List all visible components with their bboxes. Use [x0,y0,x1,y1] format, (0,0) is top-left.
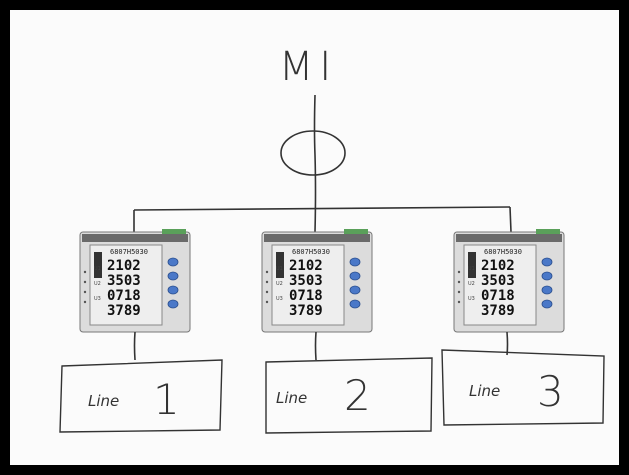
meter-top-bar [82,234,188,242]
drop-line-3 [510,207,511,232]
meter-button [168,272,178,280]
meter-led [458,301,460,303]
bargraph-icon [94,252,102,278]
meter-reading: 0718 [481,288,515,304]
line-box-2-word: Line [276,389,307,407]
line-box-1-word: Line [88,392,119,410]
meter-button [542,300,552,308]
meter-header: 6807H5030 [484,248,522,256]
meter-terminal [162,229,186,234]
bargraph-icon [276,252,284,278]
meter-button [168,286,178,294]
meter-button [542,258,552,266]
meter-tag: U3 [468,296,475,302]
meter-top-bar [456,234,562,242]
meter-button [350,272,360,280]
meter-reading: 0718 [289,288,323,304]
meter-led [84,271,86,273]
meter-button [542,272,552,280]
main-feeder-line [315,95,316,232]
meter-reading: 2102 [107,258,141,274]
meter-tag: U3 [276,296,283,302]
meter-terminal [536,229,560,234]
meter-reading: 0718 [107,288,141,304]
line-box-3-word: Line [469,382,500,400]
meter-header: 6807H5030 [110,248,148,256]
meter-link-3 [507,332,508,355]
meter-link-2 [316,332,317,360]
meter-button [168,258,178,266]
meter-top-bar [264,234,370,242]
meter-tag: U2 [468,281,475,287]
meter-tag: U3 [94,296,101,302]
meter-led [458,291,460,293]
meter-tag: U1 [276,266,283,272]
main-incomer-label: MI [279,44,337,90]
meter-tag: U1 [94,266,101,272]
meter-link-1 [135,332,136,360]
line-box-3 [442,350,604,425]
meter-reading: 2102 [289,258,323,274]
line-box-1-number: 1 [153,375,180,424]
meter-led [84,281,86,283]
meter-reading: 3789 [289,303,323,319]
meter-led [266,301,268,303]
meter-led [458,271,460,273]
meter-reading: 3503 [107,273,141,289]
meter-tag: U1 [468,266,475,272]
meter-terminal [344,229,368,234]
meter-tag: U2 [276,281,283,287]
meter-reading: 3503 [289,273,323,289]
line-box-1 [60,360,222,432]
meter-button [350,286,360,294]
meter-led [84,301,86,303]
meter-button [350,258,360,266]
meter-button [350,300,360,308]
meter-reading: 2102 [481,258,515,274]
meter-reading: 3503 [481,273,515,289]
line-box-3-number: 3 [537,367,564,416]
line-box-2-number: 2 [344,371,371,420]
meter-tag: U2 [94,281,101,287]
meter-reading: 3789 [481,303,515,319]
meter-led [458,281,460,283]
bargraph-icon [468,252,476,278]
meter-led [266,281,268,283]
current-transformer-icon [281,131,345,175]
meter-reading: 3789 [107,303,141,319]
meter-button [168,300,178,308]
meter-led [266,271,268,273]
meter-header: 6807H5030 [292,248,330,256]
meter-led [84,291,86,293]
meter-led [266,291,268,293]
bus-bar-line [134,207,510,210]
meter-button [542,286,552,294]
